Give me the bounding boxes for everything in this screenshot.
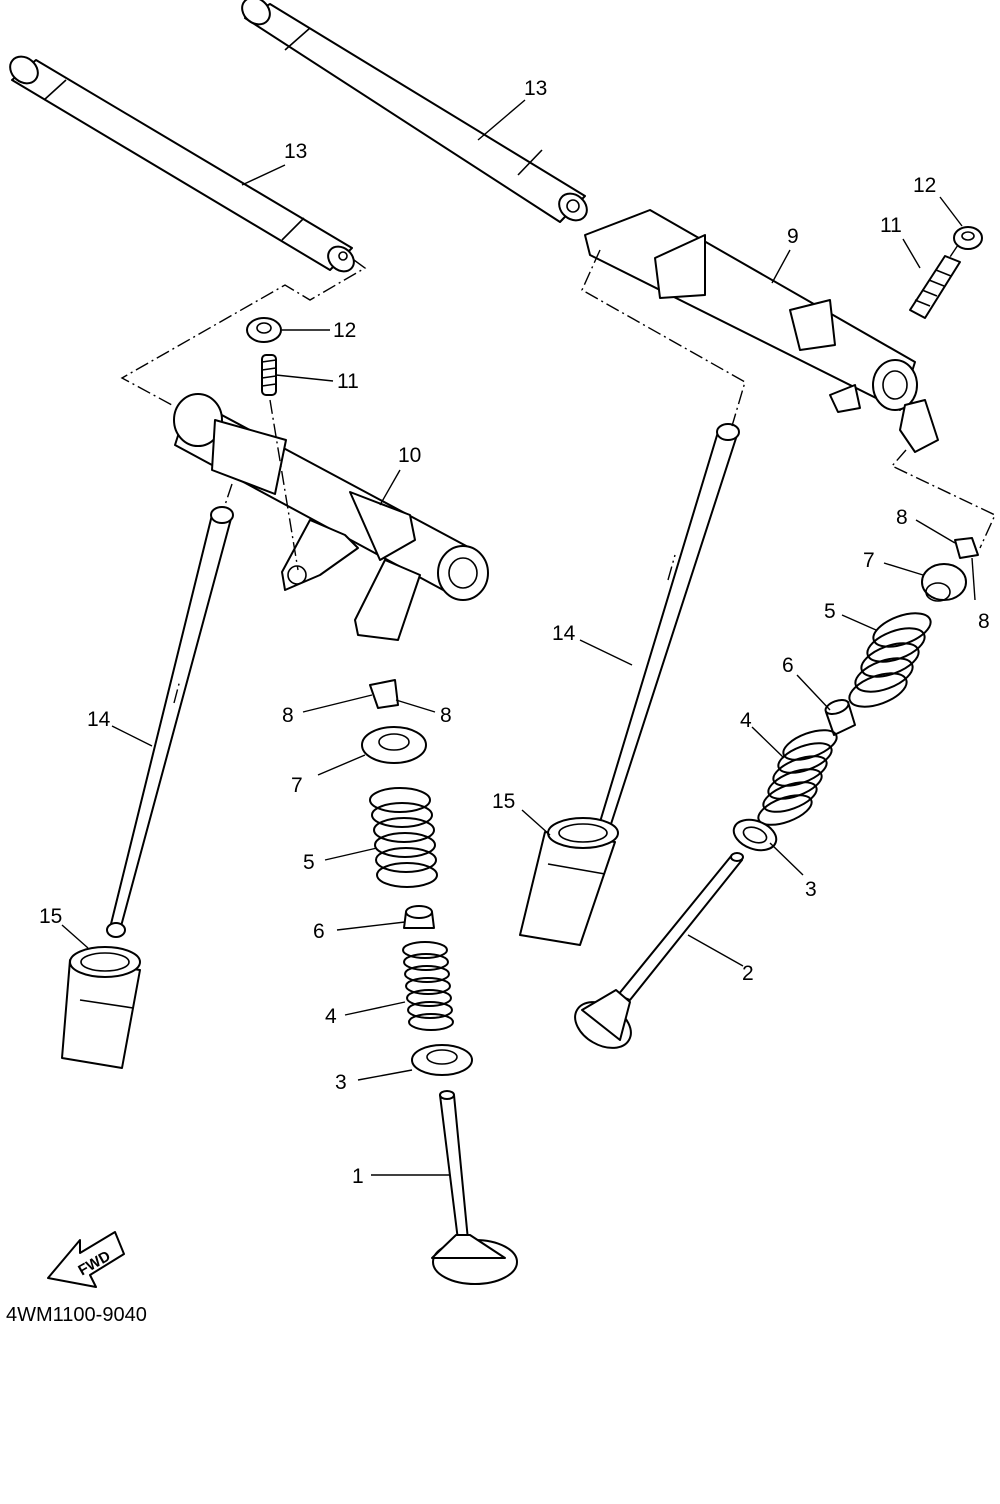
alignment-lines	[120, 244, 996, 704]
locknut-left	[246, 317, 282, 343]
spring-seat-left	[411, 1044, 473, 1076]
callout-7-left: 7	[291, 774, 303, 797]
exhaust-valve	[574, 852, 744, 1049]
callout-14-left: 14	[87, 708, 111, 731]
callout-12-left: 12	[333, 319, 356, 342]
callout-1: 1	[352, 1165, 364, 1188]
callout-14-right: 14	[552, 622, 576, 645]
callout-8-right-b: 8	[978, 610, 990, 633]
callout-5-right: 5	[824, 600, 836, 623]
callout-6-left: 6	[313, 920, 325, 943]
valve-spring-retainer-left	[361, 726, 427, 764]
callout-11-right: 11	[880, 214, 902, 237]
push-rod-14-right	[585, 423, 740, 864]
adjusting-screw-right	[909, 255, 961, 319]
push-rod-14-left	[106, 506, 234, 938]
diagram-code: 4WM1100-9040	[6, 1304, 147, 1326]
valve-cotter-left	[369, 679, 399, 709]
valve-cotter-right	[954, 537, 979, 559]
push-rod-right	[241, 0, 588, 223]
forward-direction-arrow: FWD	[47, 1231, 125, 1288]
valve-stem-seal-left	[403, 905, 435, 929]
rocker-arm-exhaust	[173, 393, 489, 641]
valve-stem-seal-right	[824, 699, 856, 736]
callout-11-left: 11	[337, 370, 359, 393]
callout-9: 9	[787, 225, 799, 248]
valve-spring-outer-left	[369, 787, 438, 888]
callout-10: 10	[398, 444, 421, 467]
callout-8-left-a: 8	[282, 704, 294, 727]
callout-13-right: 13	[524, 77, 547, 100]
callout-13-left: 13	[284, 140, 307, 163]
callout-2: 2	[742, 962, 754, 985]
valve-spring-outer-right	[848, 612, 932, 708]
valve-lifter-right	[519, 817, 619, 946]
callout-12-right: 12	[913, 174, 936, 197]
callout-3-right: 3	[805, 878, 817, 901]
callout-4-left: 4	[325, 1005, 337, 1028]
valve-spring-inner-left	[402, 941, 454, 1031]
callout-6-right: 6	[782, 654, 794, 677]
valve-spring-inner-right	[757, 729, 838, 826]
callout-3-left: 3	[335, 1071, 347, 1094]
spring-seat-right	[732, 818, 778, 852]
valve-lifter-left	[61, 946, 141, 1069]
callout-7-right: 7	[863, 549, 875, 572]
locknut-right	[953, 226, 983, 250]
callout-8-left-b: 8	[440, 704, 452, 727]
callout-15-left: 15	[39, 905, 62, 928]
rocker-arm-intake	[584, 209, 939, 453]
callout-15-right: 15	[492, 790, 515, 813]
push-rod-left	[9, 55, 355, 273]
valve-spring-retainer-right	[921, 563, 967, 602]
adjusting-screw-left	[261, 354, 277, 396]
callout-4-right: 4	[740, 709, 752, 732]
leader-lines	[61, 99, 976, 1176]
callout-8-right-a: 8	[896, 506, 908, 529]
callout-5-left: 5	[303, 851, 315, 874]
intake-valve	[431, 1090, 518, 1285]
